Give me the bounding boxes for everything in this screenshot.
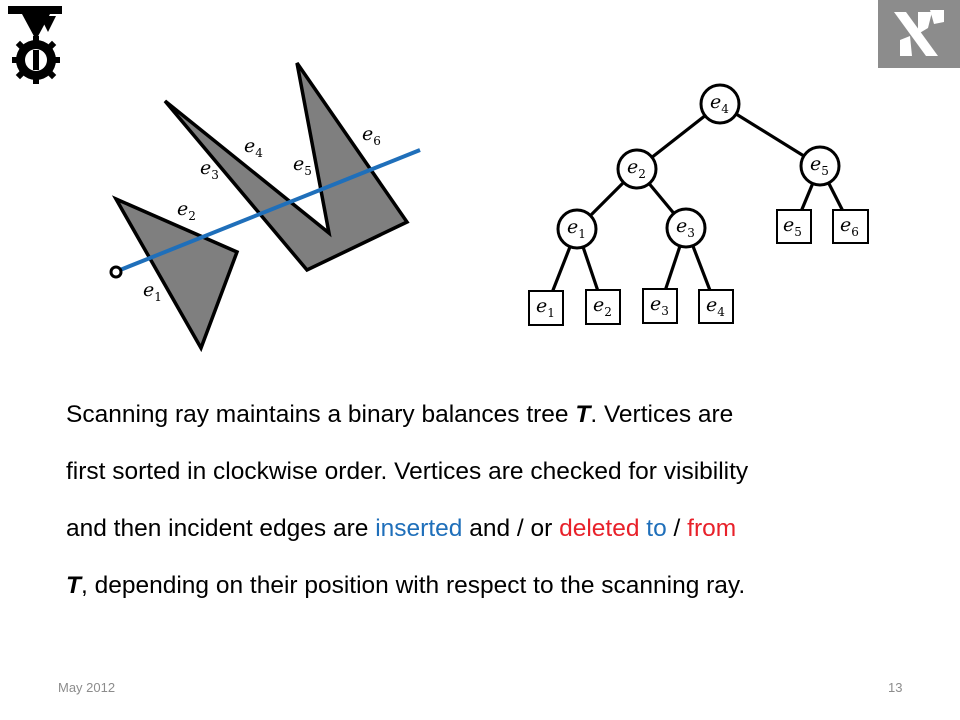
- polygon-triangle: [111, 195, 240, 353]
- caption-tree-symbol: T: [66, 572, 81, 599]
- caption-line-1: Scanning ray maintains a binary balances…: [66, 386, 906, 443]
- poly-edge-label-e1: e1: [143, 279, 162, 304]
- svg-text:e5: e5: [810, 153, 829, 178]
- caption-text: , depending on their position with respe…: [80, 572, 746, 599]
- poly-edge-label-e5: e5: [293, 153, 312, 178]
- slide-caption: Scanning ray maintains a binary balances…: [66, 386, 906, 614]
- svg-text:e5: e5: [783, 214, 802, 239]
- alef-logo: [878, 0, 960, 68]
- svg-text:e1: e1: [567, 216, 586, 241]
- tree-node-internal: e3: [665, 207, 707, 249]
- ray-origin: [109, 265, 123, 279]
- caption-text: . Vertices are: [590, 401, 734, 428]
- svg-text:e2: e2: [627, 156, 646, 181]
- caption-text: first sorted in clockwise order. Vertice…: [66, 458, 749, 485]
- polygon-diagram: e1 e2 e3 e4 e5 e6: [109, 62, 421, 353]
- tree-leaf: e2: [585, 289, 621, 325]
- poly-edge-label-e3: e3: [200, 157, 219, 182]
- caption-deleted-word: deleted: [559, 515, 640, 542]
- tree-leaf: e5: [776, 209, 812, 244]
- caption-from-word: from: [687, 515, 737, 542]
- tree-node-internal: e2: [616, 148, 658, 190]
- tree-leaf: e3: [642, 288, 678, 324]
- caption-tree-symbol: T: [575, 401, 591, 428]
- footer-date: May 2012: [58, 680, 116, 695]
- caption-to-word: to: [646, 515, 667, 542]
- svg-text:e4: e4: [706, 294, 725, 319]
- caption-text: /: [666, 515, 688, 542]
- caption-inserted-word: inserted: [375, 515, 463, 542]
- svg-text:e4: e4: [710, 91, 729, 116]
- svg-text:e3: e3: [676, 215, 695, 240]
- poly-edge-label-e4: e4: [244, 135, 263, 160]
- page-number: 13: [888, 680, 903, 695]
- svg-text:e6: e6: [840, 214, 859, 239]
- scanning-ray: [119, 148, 421, 272]
- tree-leaf: e1: [528, 290, 564, 326]
- caption-text: and / or: [462, 515, 560, 542]
- tree-leaf: e6: [832, 209, 869, 244]
- tree-node-internal: e1: [556, 208, 598, 250]
- tree-node-root: e4: [699, 83, 741, 125]
- tree-node-internal: e5: [799, 145, 841, 187]
- caption-text: and then incident edges are: [66, 515, 376, 542]
- svg-text:e2: e2: [593, 294, 612, 319]
- svg-text:e3: e3: [650, 293, 669, 318]
- poly-edge-label-e6: e6: [362, 123, 381, 148]
- poly-edge-label-e2: e2: [177, 198, 196, 223]
- caption-line-3: and then incident edges are inserted and…: [66, 500, 906, 557]
- caption-line-2: first sorted in clockwise order. Vertice…: [66, 443, 906, 500]
- technion-logo: [0, 0, 72, 88]
- svg-text:e1: e1: [536, 295, 555, 320]
- caption-text: Scanning ray maintains a binary balances…: [66, 401, 576, 428]
- caption-line-4: T, depending on their position with resp…: [66, 557, 906, 614]
- polygon-zigzag: [163, 62, 410, 273]
- tree-leaf: e4: [698, 289, 734, 324]
- binary-tree: e4 e2 e5 e1 e3 e5 e6 e1: [528, 83, 869, 326]
